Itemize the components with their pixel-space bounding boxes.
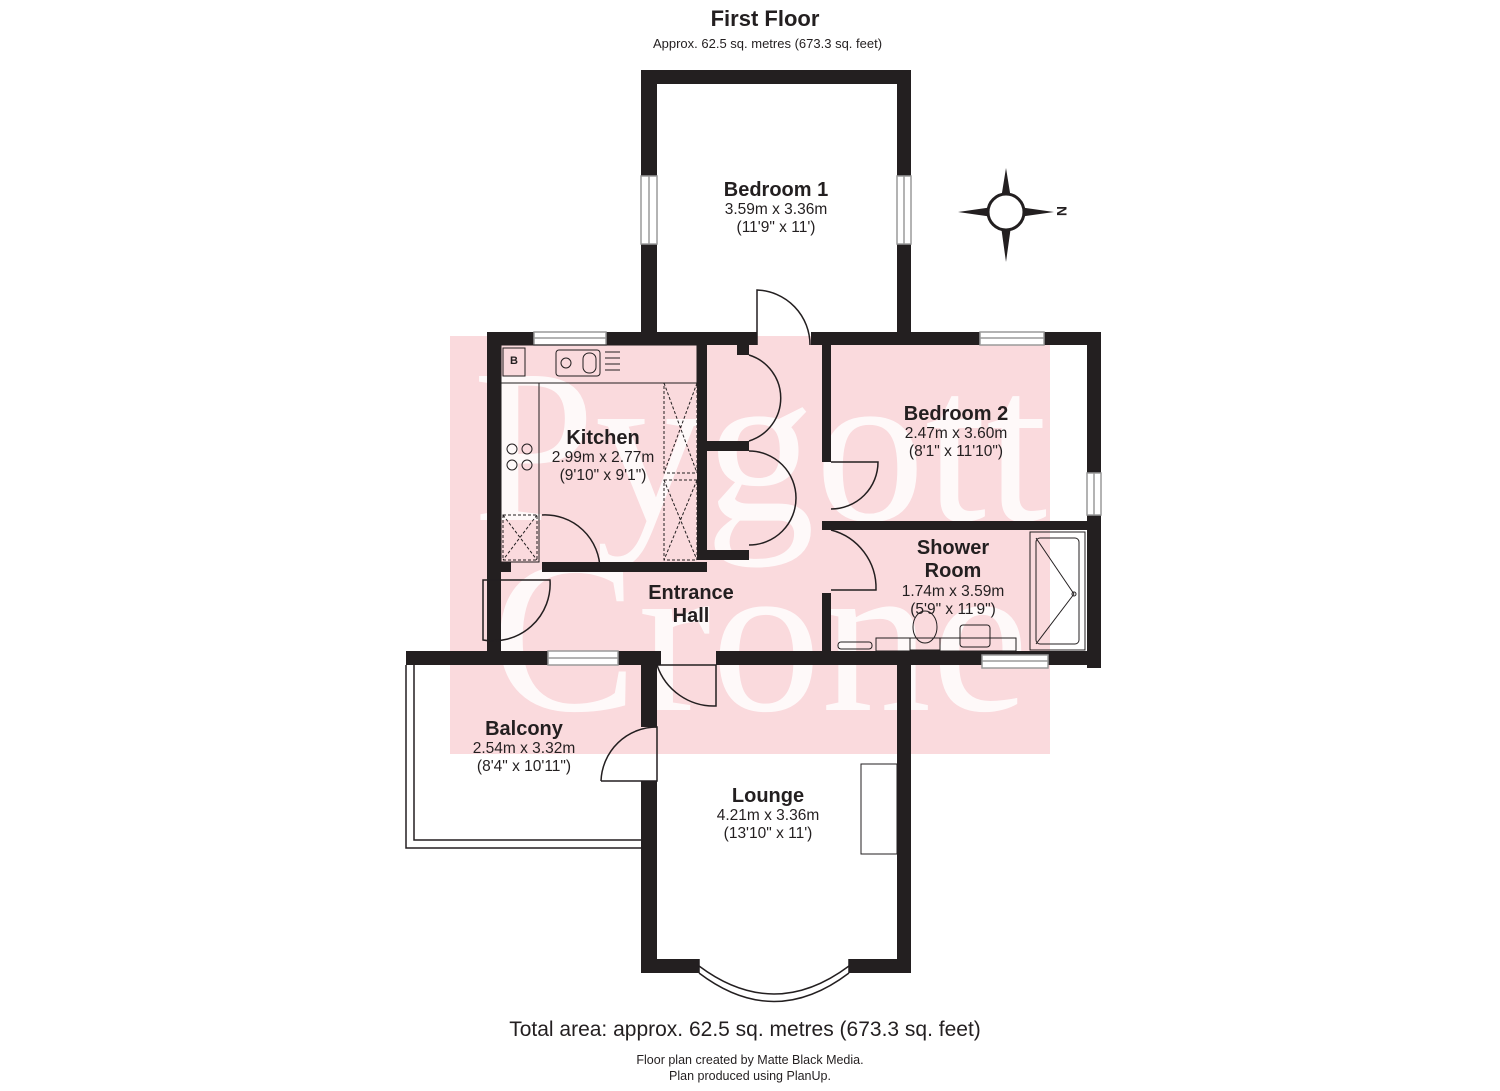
wall-cupboard-mid <box>707 441 749 451</box>
cupboard-unit <box>663 382 698 474</box>
wall-stub <box>737 345 749 355</box>
room-metric: 2.47m x 3.60m <box>904 425 1008 442</box>
fireplace <box>860 763 898 855</box>
door-bedroom1 <box>756 289 811 346</box>
door-bedroom2 <box>830 461 879 510</box>
shower-inner <box>1035 537 1080 645</box>
room-name: Lounge <box>731 785 805 807</box>
sink-bowl <box>582 352 597 374</box>
room-metric: 3.59m x 3.36m <box>724 201 828 218</box>
credits: Floor plan created by Matte Black Media.… <box>0 1052 1500 1084</box>
wall-bedroom2-left <box>822 345 831 462</box>
wall-lounge-left-upper <box>641 651 657 727</box>
room-metric: 2.99m x 2.77m <box>551 449 655 466</box>
wall-cupboard-bottom <box>707 550 749 560</box>
bathroom-fittings <box>837 531 1086 652</box>
total-area: Total area: approx. 62.5 sq. metres (673… <box>509 1018 981 1041</box>
wall-kitchen-left <box>487 332 501 662</box>
plan-subtitle: Approx. 62.5 sq. metres (673.3 sq. feet) <box>652 36 883 51</box>
door-cupboard-2 <box>748 450 797 546</box>
door-kitchen <box>541 514 601 571</box>
wall-kitchen-top <box>487 332 757 345</box>
wall-cupboard-left <box>697 345 707 560</box>
wall-bedroom1-top <box>641 70 911 84</box>
watermark-line2: Crone <box>491 514 1029 758</box>
kitchen-counter-left <box>500 382 540 563</box>
compass-ring <box>986 192 1026 232</box>
room-imperial: (9'10" x 9'1") <box>559 466 647 484</box>
balcony-outline <box>405 665 641 849</box>
room-metric: 1.74m x 3.59m <box>901 583 1005 600</box>
wall-bedroom2-top <box>811 332 1101 345</box>
hob-ring <box>506 459 518 471</box>
plan-title: First Floor <box>710 6 820 31</box>
shower-tray <box>1029 531 1086 651</box>
wall-hall-bottom-left <box>406 651 661 665</box>
bay-window <box>698 959 850 1003</box>
room-lounge: Lounge 4.21m x 3.36m (13'10" x 11') <box>668 786 868 843</box>
toilet-cistern <box>909 637 941 651</box>
compass-label: N <box>1054 205 1071 217</box>
wall-kitchen-corner <box>501 562 511 572</box>
door-lounge <box>656 664 717 707</box>
door-balcony <box>600 726 658 782</box>
windows <box>533 175 1102 669</box>
sink <box>555 349 601 377</box>
room-name: Kitchen <box>566 427 640 449</box>
room-bedroom-2: Bedroom 2 2.47m x 3.60m (8'1" x 11'10") <box>856 404 1056 461</box>
shower-drain <box>1071 591 1077 597</box>
door-storage <box>482 579 551 642</box>
credit-line-2: Plan produced using PlanUp. <box>669 1069 831 1083</box>
hob-ring <box>521 459 533 471</box>
room-balcony: Balcony 2.54m x 3.32m (8'4" x 10'11") <box>444 719 604 776</box>
towel-rail <box>837 641 873 650</box>
room-imperial: (5'9" x 11'9") <box>910 600 996 618</box>
wall-lounge-right <box>897 651 911 973</box>
room-kitchen: Kitchen 2.99m x 2.77m (9'10" x 9'1") <box>533 428 673 485</box>
room-imperial: (13'10" x 11') <box>723 824 813 842</box>
hob-ring <box>506 443 518 455</box>
room-metric: 4.21m x 3.36m <box>716 807 820 824</box>
sink-drain <box>560 357 572 369</box>
door-cupboard-1 <box>748 354 782 442</box>
room-name: Bedroom 1 <box>723 179 829 201</box>
washbasin <box>959 624 991 648</box>
room-imperial: (8'4" x 10'11") <box>476 757 572 775</box>
cupboard-unit <box>663 479 698 561</box>
room-name: Bedroom 2 <box>903 403 1009 425</box>
room-imperial: (11'9" x 11') <box>736 218 816 236</box>
hob-ring <box>521 443 533 455</box>
wall-shower-top <box>822 521 1100 530</box>
compass <box>958 168 1054 262</box>
wall-lounge-left-lower <box>641 781 657 973</box>
kitchen-fittings <box>500 344 698 563</box>
room-imperial: (8'1" x 11'10") <box>908 442 1004 460</box>
room-name: Balcony <box>485 718 563 740</box>
boiler-label: B <box>510 355 518 367</box>
boiler-box <box>502 347 526 377</box>
door-shower-room <box>830 529 877 591</box>
appliance-space <box>502 514 538 561</box>
room-bedroom-1: Bedroom 1 3.59m x 3.36m (11'9" x 11') <box>676 180 876 237</box>
bathroom-counter <box>875 637 1017 652</box>
doors <box>482 289 879 782</box>
wall-lounge-bottom-left <box>641 959 699 973</box>
toilet-bowl <box>912 610 938 644</box>
room-metric: 2.54m x 3.32m <box>472 740 576 757</box>
wall-kitchen-bottom <box>542 562 707 572</box>
credit-line-1: Floor plan created by Matte Black Media. <box>636 1053 864 1067</box>
wall-lounge-bottom-right <box>849 959 911 973</box>
kitchen-counter-top <box>500 344 698 384</box>
wall-shower-left <box>822 593 831 655</box>
